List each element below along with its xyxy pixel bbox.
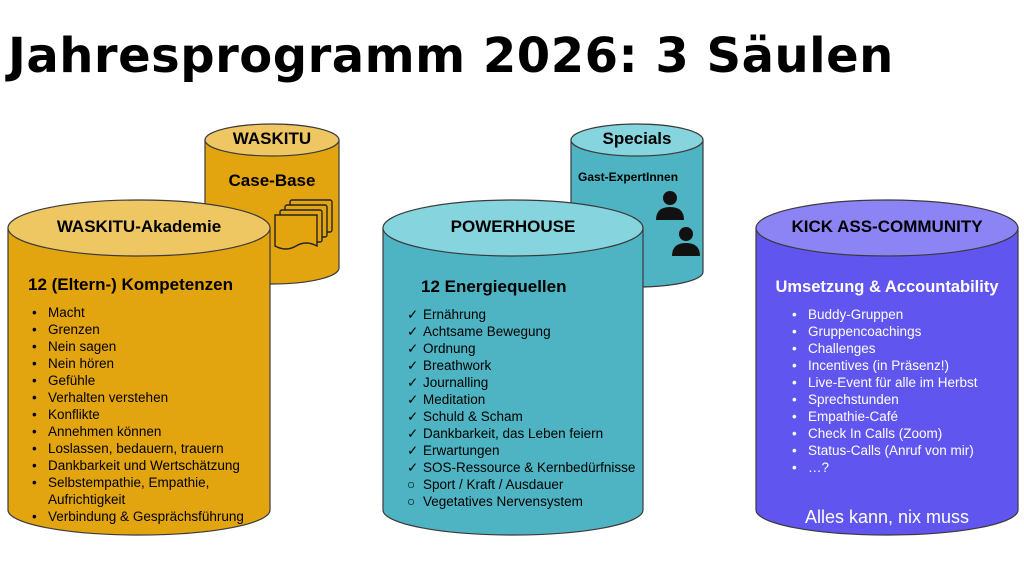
list-item: ✓ SOS-Ressource & Kernbedürfnisse	[405, 459, 641, 476]
checkmark-icon: ✓	[407, 358, 419, 373]
circle-icon: ○	[407, 494, 416, 509]
community-label: KICK ASS-COMMUNITY	[791, 217, 983, 236]
checkmark-icon: ✓	[407, 341, 419, 356]
community-heading: Umsetzung & Accountability	[775, 278, 999, 296]
waskitu-small-subtitle: Case-Base	[228, 171, 316, 190]
list-item: Buddy-Gruppen	[790, 306, 1010, 323]
checkmark-icon: ✓	[407, 307, 419, 322]
person-icon	[656, 191, 684, 220]
list-item: Nein sagen	[30, 338, 258, 355]
list-item-label: Ordnung	[423, 341, 476, 356]
list-item: Gefühle	[30, 372, 258, 389]
list-item: ○ Vegetatives Nervensystem	[405, 493, 641, 510]
stacked-documents-icon	[274, 199, 333, 250]
list-item-label: Meditation	[423, 392, 486, 407]
list-item: ✓ Ordnung	[405, 340, 641, 357]
list-item-label: SOS-Ressource & Kernbedürfnisse	[423, 460, 636, 475]
list-item: ✓ Journalling	[405, 374, 641, 391]
specials-label: Specials	[602, 129, 672, 148]
list-item-label: Ernährung	[423, 307, 487, 322]
checkmark-icon: ✓	[407, 392, 419, 407]
checkmark-icon: ✓	[407, 324, 419, 339]
list-item: Selbstempathie, Empathie, Aufrichtigkeit	[30, 474, 258, 508]
checkmark-icon: ✓	[407, 426, 419, 441]
checkmark-icon: ✓	[407, 460, 419, 475]
list-item: ✓ Erwartungen	[405, 442, 641, 459]
list-item: Live-Event für alle im Herbst	[790, 374, 1010, 391]
list-item: Macht	[30, 304, 258, 321]
list-item-label: Sport / Kraft / Ausdauer	[423, 477, 564, 492]
list-item: Grenzen	[30, 321, 258, 338]
person-icon	[672, 227, 700, 256]
list-item: ○ Sport / Kraft / Ausdauer	[405, 476, 641, 493]
list-item: Empathie-Café	[790, 408, 1010, 425]
powerhouse-cylinder	[382, 199, 644, 536]
list-item-label: Schuld & Scham	[423, 409, 523, 424]
checkmark-icon: ✓	[407, 443, 419, 458]
list-item: ✓ Dankbarkeit, das Leben feiern	[405, 425, 641, 442]
list-item-label: Erwartungen	[423, 443, 500, 458]
list-item: Check In Calls (Zoom)	[790, 425, 1010, 442]
list-item: Dankbarkeit und Wertschätzung	[30, 457, 258, 474]
list-item: ✓ Achtsame Bewegung	[405, 323, 641, 340]
list-item: Verhalten verstehen	[30, 389, 258, 406]
list-item: ✓ Meditation	[405, 391, 641, 408]
list-item-label: Journalling	[423, 375, 489, 390]
list-item-label: Achtsame Bewegung	[423, 324, 551, 339]
list-item: Verbindung & Gesprächsführung	[30, 508, 258, 525]
list-item: Nein hören	[30, 355, 258, 372]
list-item: Incentives (in Präsenz!)	[790, 357, 1010, 374]
specials-subtitle: Gast-ExpertInnen	[578, 170, 679, 184]
list-item: Challenges	[790, 340, 1010, 357]
checkmark-icon: ✓	[407, 375, 419, 390]
list-item-label: Dankbarkeit, das Leben feiern	[423, 426, 604, 441]
powerhouse-list: ✓ Ernährung ✓ Achtsame Bewegung ✓ Ordnung ✓ Bre…	[405, 306, 641, 510]
list-item: ✓ Ernährung	[405, 306, 641, 323]
list-item: Gruppencoachings	[790, 323, 1010, 340]
list-item-label: Breathwork	[423, 358, 492, 373]
list-item: Loslassen, bedauern, trauern	[30, 440, 258, 457]
community-list: Buddy-GruppenGruppencoachingsChallengesI…	[790, 306, 1010, 476]
checkmark-icon: ✓	[407, 409, 419, 424]
list-item: Status-Calls (Anruf von mir)	[790, 442, 1010, 459]
powerhouse-label: POWERHOUSE	[450, 217, 576, 236]
waskitu-small-label: WASKITU	[232, 129, 312, 148]
list-item: ✓ Schuld & Scham	[405, 408, 641, 425]
list-item: Sprechstunden	[790, 391, 1010, 408]
waskitu-akademie-heading: 12 (Eltern-) Kompetenzen	[28, 275, 233, 294]
list-item: ✓ Breathwork	[405, 357, 641, 374]
waskitu-akademie-label: WASKITU-Akademie	[56, 217, 222, 236]
circle-icon: ○	[407, 477, 416, 492]
community-footer: Alles kann, nix muss	[804, 507, 970, 527]
list-item-label: Vegetatives Nervensystem	[423, 494, 583, 509]
list-item: Annehmen können	[30, 423, 258, 440]
list-item: …?	[790, 459, 1010, 476]
waskitu-akademie-list: MachtGrenzenNein sagenNein hörenGefühleV…	[30, 304, 258, 525]
list-item: Konflikte	[30, 406, 258, 423]
powerhouse-heading: 12 Energiequellen	[421, 277, 567, 296]
page-title: Jahresprogramm 2026: 3 Säulen	[8, 28, 894, 84]
